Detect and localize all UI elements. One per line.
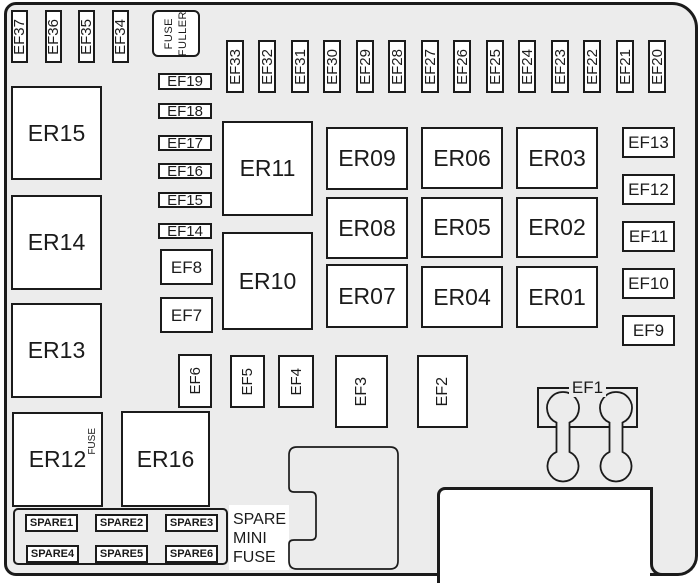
fuse-ef13: EF13	[622, 127, 675, 158]
bottom-edge-cutout	[437, 487, 650, 583]
er12-fuse-tag: FUSE	[87, 428, 98, 455]
relay-er12: ER12 FUSE	[12, 412, 103, 507]
spare-slot-6: SPARE6	[165, 545, 218, 563]
fuse-puller-slot: FUSE FULLER	[152, 10, 200, 57]
fuse-ef34: EF34	[112, 10, 129, 63]
spare-fuse-tray	[13, 508, 228, 565]
relay-er16: ER16	[121, 411, 210, 507]
fuse-ef37: EF37	[11, 10, 28, 63]
fuse-ef22: EF22	[583, 40, 601, 93]
bottom-right-tab	[650, 487, 698, 576]
fuse-ef8: EF8	[160, 249, 213, 285]
relay-er14: ER14	[11, 195, 102, 290]
relay-er04: ER04	[421, 266, 503, 328]
relay-er06: ER06	[421, 127, 503, 189]
fuse-ef18: EF18	[158, 103, 212, 119]
fuse-ef9: EF9	[622, 315, 675, 346]
fuse-ef28: EF28	[388, 40, 406, 93]
fuse-ef4: EF4	[278, 355, 314, 408]
fuse-ef29: EF29	[356, 40, 374, 93]
spare-note-line-3: FUSE	[233, 549, 276, 566]
spare-mini-fuse-note: SPARE MINI FUSE	[229, 505, 289, 570]
fuse-ef26: EF26	[453, 40, 471, 93]
fuse-ef31: EF31	[291, 40, 309, 93]
spare-slot-3: SPARE3	[165, 514, 218, 532]
fuse-ef20: EF20	[648, 40, 666, 93]
fuse-puller-label-2: FULLER	[176, 10, 189, 57]
fuse-ef30: EF30	[323, 40, 341, 93]
fuse-ef19: EF19	[158, 73, 212, 90]
relay-er05: ER05	[421, 197, 503, 258]
spare-slot-5: SPARE5	[95, 545, 148, 563]
relay-er01: ER01	[516, 266, 598, 328]
spare-note-line-1: SPARE	[233, 511, 287, 528]
fuse-ef16: EF16	[158, 163, 212, 179]
fuse-ef27: EF27	[421, 40, 439, 93]
fuse-ef2: EF2	[417, 355, 468, 428]
fuse-ef23: EF23	[551, 40, 569, 93]
spare-slot-1: SPARE1	[25, 514, 78, 532]
fuse-ef11: EF11	[622, 221, 675, 252]
fuse-ef5: EF5	[230, 355, 265, 408]
ef1-label: EF1	[537, 378, 638, 398]
fuse-ef6: EF6	[178, 354, 212, 408]
fuse-ef17: EF17	[158, 135, 212, 151]
fuse-puller-label-1: FUSE	[162, 17, 175, 50]
fuse-ef25: EF25	[486, 40, 504, 93]
fuse-ef35: EF35	[78, 10, 95, 63]
fuse-ef7: EF7	[160, 297, 213, 333]
fuse-ef21: EF21	[616, 40, 634, 93]
relay-er10: ER10	[222, 232, 313, 330]
fuse-ef36: EF36	[45, 10, 62, 63]
relay-er09: ER09	[326, 127, 408, 190]
relay-er13: ER13	[11, 303, 102, 398]
relay-er11: ER11	[222, 121, 313, 216]
fuse-ef3: EF3	[335, 355, 388, 428]
fuse-ef10: EF10	[622, 268, 675, 299]
spare-note-line-2: MINI	[233, 530, 267, 547]
relay-er03: ER03	[516, 127, 598, 189]
fuse-ef14: EF14	[158, 223, 212, 239]
spare-slot-2: SPARE2	[95, 514, 148, 532]
relay-er15: ER15	[11, 86, 102, 180]
relay-er08: ER08	[326, 197, 408, 259]
fuse-ef24: EF24	[518, 40, 536, 93]
fuse-ef15: EF15	[158, 192, 212, 208]
fuse-ef32: EF32	[258, 40, 276, 93]
fuse-ef33: EF33	[226, 40, 244, 93]
fuse-ef12: EF12	[622, 174, 675, 205]
relay-er02: ER02	[516, 197, 598, 258]
relay-er07: ER07	[326, 264, 408, 328]
spare-slot-4: SPARE4	[26, 545, 79, 563]
